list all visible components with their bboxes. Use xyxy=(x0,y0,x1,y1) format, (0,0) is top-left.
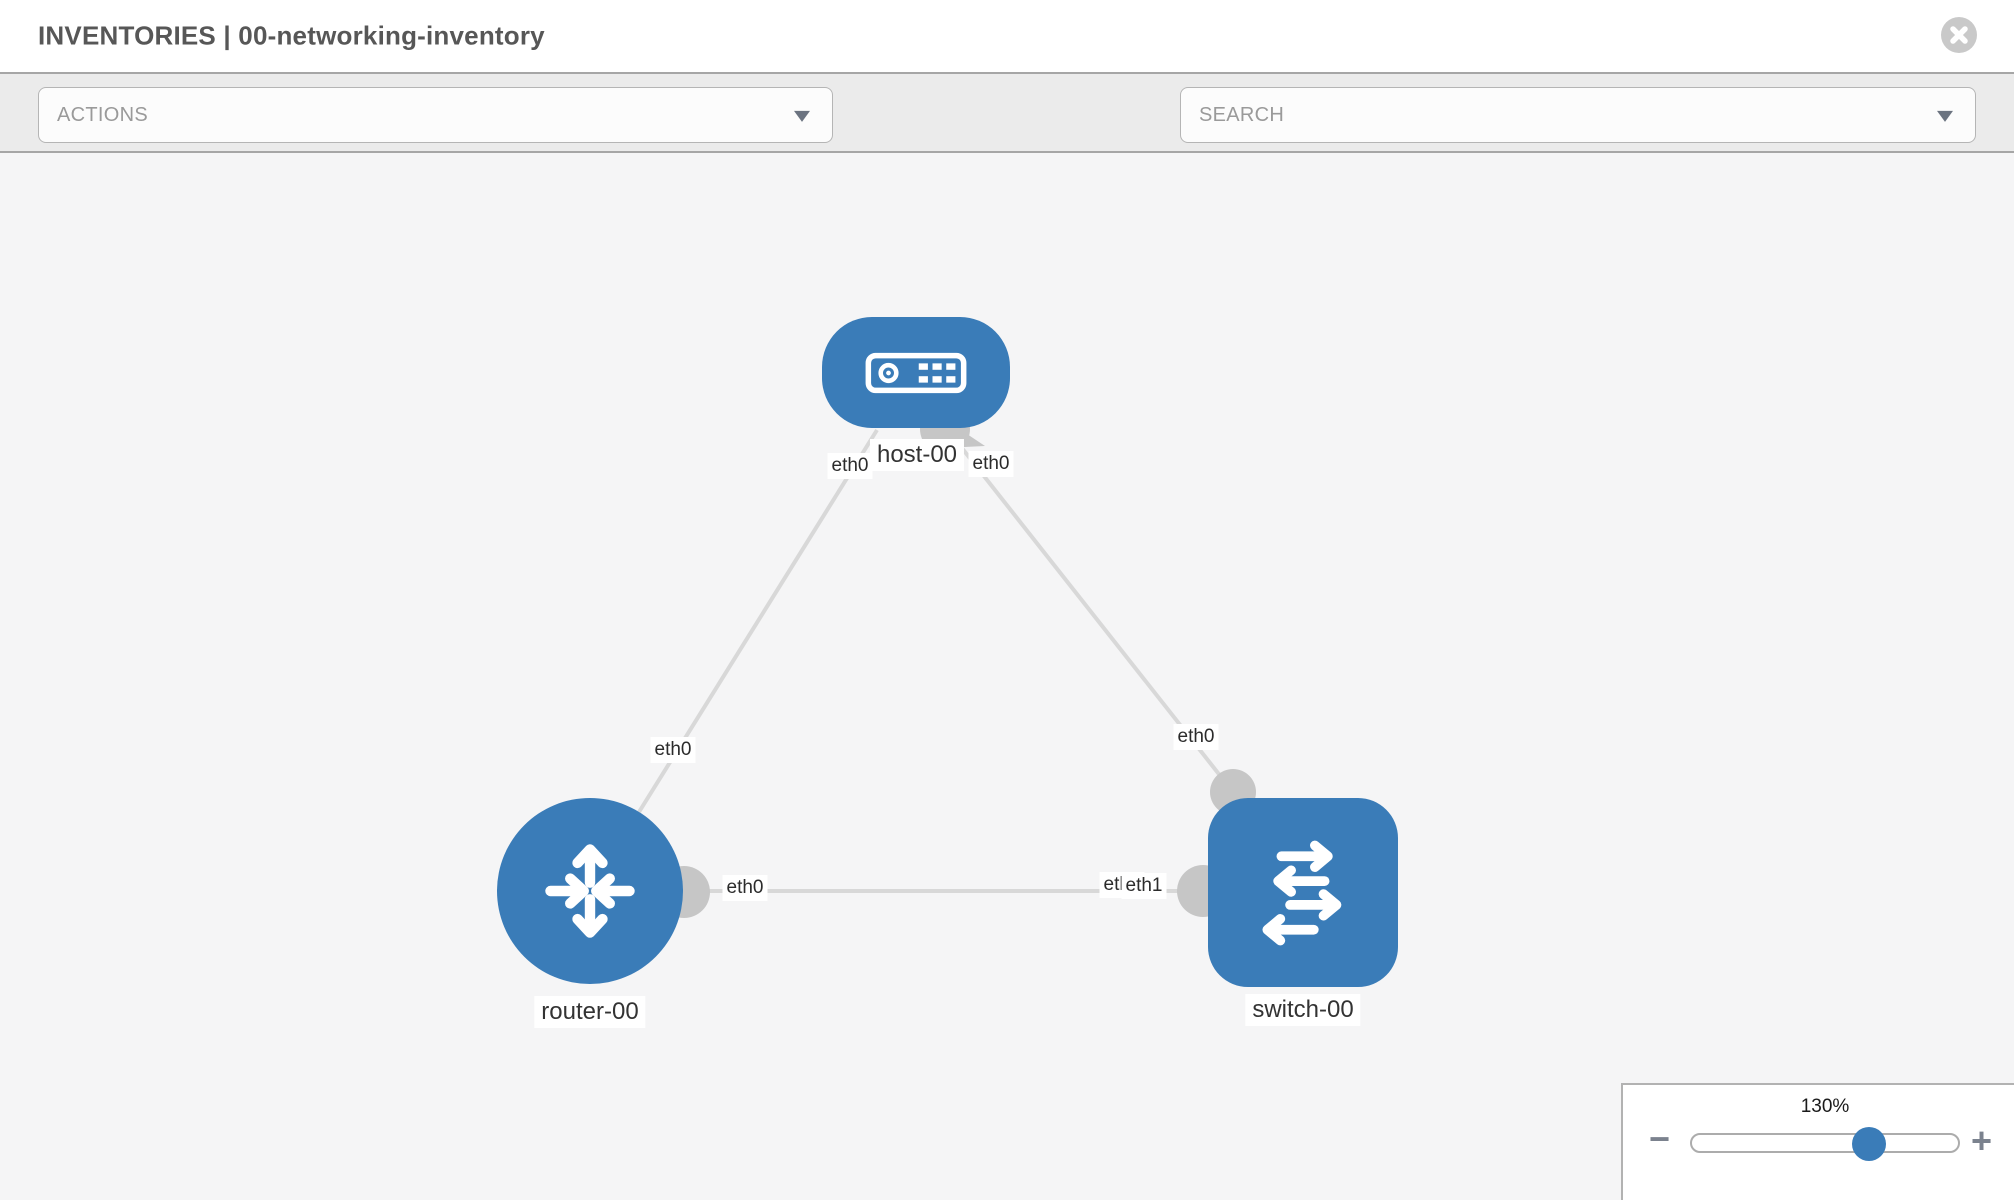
zoom-out-button[interactable]: − xyxy=(1649,1118,1671,1159)
node-label-host: host-00 xyxy=(869,439,965,471)
topology-canvas[interactable]: host-00 router-00 switch-00 eth0 eth0 et… xyxy=(0,153,2014,1200)
interface-label-switch-left: eth1 xyxy=(1121,873,1167,899)
header: INVENTORIES | 00-networking-inventory xyxy=(0,0,2014,72)
switch-arrows-icon xyxy=(1262,840,1342,945)
search-dropdown-value: SEARCH xyxy=(1199,103,1285,126)
chevron-down-icon xyxy=(794,110,810,122)
chevron-down-icon xyxy=(1937,110,1953,122)
close-icon xyxy=(1941,17,1977,53)
interface-label-host-right: eth0 xyxy=(968,451,1014,477)
close-button[interactable] xyxy=(1941,17,1977,53)
zoom-slider-knob[interactable] xyxy=(1852,1127,1886,1161)
zoom-control-panel: 130% − + xyxy=(1621,1083,2014,1200)
actions-dropdown-value: ACTIONS xyxy=(57,103,148,126)
node-host[interactable] xyxy=(822,317,1010,428)
page-title: INVENTORIES | 00-networking-inventory xyxy=(38,20,545,51)
node-label-router: router-00 xyxy=(534,996,646,1028)
zoom-level-value: 130% xyxy=(1800,1096,1850,1117)
server-icon xyxy=(865,352,967,393)
node-switch[interactable] xyxy=(1208,798,1398,987)
toolbar: ACTIONS SEARCH xyxy=(0,72,2014,207)
node-label-switch: switch-00 xyxy=(1245,994,1361,1026)
search-dropdown[interactable]: SEARCH xyxy=(1180,87,1976,143)
node-router[interactable] xyxy=(497,798,683,984)
interface-label-router-top: eth0 xyxy=(650,737,696,763)
interface-label-host-left: eth0 xyxy=(827,453,873,479)
zoom-in-button[interactable]: + xyxy=(1971,1120,1993,1161)
router-arrows-icon xyxy=(545,844,635,938)
interface-label-router-right: eth0 xyxy=(722,875,768,901)
interface-label-switch-top: eth0 xyxy=(1173,724,1219,750)
actions-dropdown[interactable]: ACTIONS xyxy=(38,87,833,143)
topology-links-layer xyxy=(637,404,1256,918)
zoom-slider-track[interactable] xyxy=(1690,1127,1960,1161)
